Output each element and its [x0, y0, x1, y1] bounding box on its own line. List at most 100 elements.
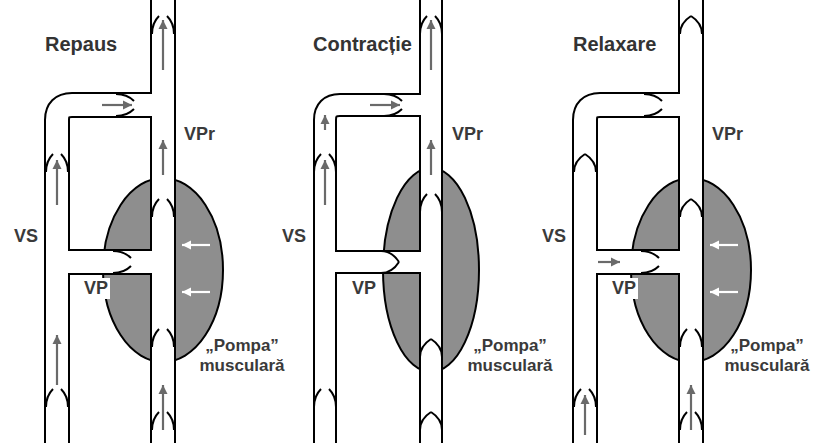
vein-lumen	[680, 0, 702, 443]
vein-label: VPr	[712, 124, 743, 145]
vein-valve	[644, 94, 662, 101]
vein-valve	[431, 412, 442, 430]
vein-wall	[585, 249, 691, 275]
vein-wall	[325, 250, 431, 274]
vein-valve	[152, 199, 159, 217]
arrow-head	[581, 395, 590, 404]
vein-valve	[420, 194, 427, 212]
vein-lumen	[325, 252, 431, 272]
arrow-head	[427, 140, 436, 149]
vein-valve	[644, 109, 662, 116]
vein-label: VS	[14, 226, 38, 247]
arrow-head	[427, 232, 436, 241]
vein-valve	[680, 16, 691, 34]
vein-wall	[325, 105, 431, 443]
vein-valve	[695, 329, 702, 347]
vein-lumen	[325, 105, 431, 443]
vein-valve	[680, 199, 691, 217]
vein-valve	[381, 251, 399, 262]
vein-valve	[381, 262, 399, 273]
vein-lumen	[421, 0, 441, 443]
vein-valve	[435, 16, 442, 34]
vein-valve	[46, 154, 53, 172]
vein-valve	[314, 154, 321, 172]
vein-label: VP	[82, 278, 110, 299]
panel-title: Relaxare	[573, 33, 656, 56]
panel-title: Repaus	[45, 33, 117, 56]
vein-valve	[384, 109, 402, 116]
vein-valve	[420, 16, 427, 34]
vein-label: VS	[542, 226, 566, 247]
vein-lumen	[57, 105, 163, 443]
vein-lumen	[585, 251, 691, 273]
vein-wall	[678, 0, 704, 443]
vein-valve	[574, 389, 581, 407]
vein-valve	[384, 94, 402, 101]
panel-title: Contracție	[313, 33, 412, 56]
arrow-head	[159, 385, 168, 394]
vein-valve	[589, 389, 596, 407]
arrow-head	[321, 160, 330, 169]
vein-valve	[695, 412, 702, 430]
vein-valve	[61, 389, 68, 407]
vein-label: VS	[282, 226, 306, 247]
vein-valve	[167, 199, 174, 217]
vein-valve	[691, 16, 702, 34]
arrow-head	[123, 101, 132, 110]
vein-valve	[585, 154, 596, 172]
muscle-label: „Pompa” musculară	[721, 336, 813, 375]
vein-wall	[585, 105, 691, 443]
vein-valve	[116, 94, 134, 101]
vein-wall	[57, 249, 163, 275]
vein-valve	[435, 194, 442, 212]
vein-valve	[329, 154, 336, 172]
arrow-head	[182, 241, 191, 250]
vein-lumen	[152, 0, 174, 443]
arrow-head	[53, 335, 62, 344]
vein-lumen	[585, 105, 691, 443]
vein-valve	[113, 251, 131, 258]
vein-valve	[691, 199, 702, 217]
vein-valve	[152, 16, 159, 34]
vein-valve	[420, 412, 431, 430]
arrow-head	[53, 160, 62, 169]
arrow-head	[391, 101, 400, 110]
vein-valve	[574, 154, 585, 172]
vein-valve	[431, 339, 442, 357]
vein-valve	[167, 16, 174, 34]
muscle-label: „Pompa” musculară	[196, 336, 288, 375]
arrow-head	[687, 385, 696, 394]
vein-valve	[314, 389, 321, 407]
vein-wall	[57, 105, 163, 443]
vein-wall	[150, 0, 176, 443]
vein-valve	[641, 266, 659, 273]
arrow-head	[710, 288, 719, 297]
vein-valve	[152, 329, 159, 347]
vein-valve	[113, 266, 131, 273]
vein-valve	[167, 329, 174, 347]
vein-valve	[641, 251, 659, 258]
vein-valve	[61, 154, 68, 172]
vein-wall	[419, 0, 443, 443]
arrow-head	[427, 285, 436, 294]
vein-panel	[46, 0, 223, 443]
vein-label: VP	[350, 278, 378, 299]
vein-label: VPr	[452, 124, 483, 145]
vein-valve	[152, 412, 159, 430]
vein-valve	[680, 329, 687, 347]
muscle-label: „Pompa” musculară	[464, 336, 556, 375]
vein-panel	[574, 0, 751, 443]
vein-valve	[46, 389, 53, 407]
vein-panel	[314, 0, 479, 443]
arrow-head	[182, 288, 191, 297]
arrow-head	[321, 115, 330, 124]
vein-valve	[420, 339, 431, 357]
vein-label: VPr	[184, 124, 215, 145]
vein-valve	[329, 389, 336, 407]
vein-valve	[116, 109, 134, 116]
arrow-head	[611, 258, 620, 267]
vein-lumen	[57, 251, 163, 273]
arrow-head	[159, 20, 168, 29]
